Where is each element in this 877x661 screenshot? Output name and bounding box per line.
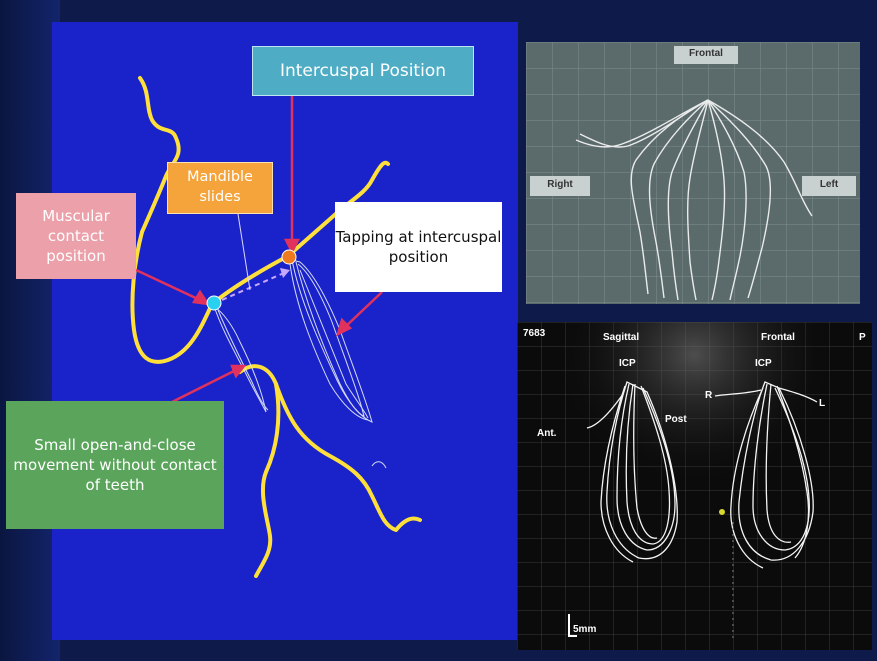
label-p: P [859,332,866,343]
label-frontal-top: Frontal [674,48,738,59]
small-movement-arrow [172,370,236,402]
label-l: L [819,398,825,409]
label-ant: Ant. [537,428,556,439]
label-sagittal: Sagittal [603,332,639,343]
label-left: Left [802,179,856,190]
slide-arrowhead [280,268,290,278]
trace-mcp-icp [212,256,288,304]
mcp-arrow [136,270,200,300]
label-r: R [705,390,712,401]
label-id: 7683 [523,328,545,339]
label-post: Post [665,414,687,425]
trace-lower-right [240,366,420,530]
sagittal-frontal-tracing-photo: 7683 Sagittal Frontal P ICP ICP Ant. Pos… [517,322,872,650]
trace-lower-down [256,384,278,576]
label-frontal-bottom: Frontal [761,332,795,343]
label-icp-frontal: ICP [755,358,772,369]
callout-intercuspal-position: Intercuspal Position [252,46,474,96]
mandible-pointer [238,214,250,290]
intercuspal-dot [282,250,296,264]
label-icp-sagittal: ICP [619,358,636,369]
frontal-tracing-photo: Frontal Right Left [526,42,860,304]
callout-mandible-slides: Mandible slides [167,162,273,214]
label-scale: 5mm [573,624,596,635]
callout-muscular-contact: Muscular contact position [16,193,136,279]
callout-tapping: Tapping at intercuspal position [335,202,502,292]
tapping-arrow [344,292,382,328]
label-right: Right [530,179,590,190]
muscular-contact-dot [207,296,221,310]
callout-small-open-close: Small open-and-close movement without co… [6,401,224,529]
